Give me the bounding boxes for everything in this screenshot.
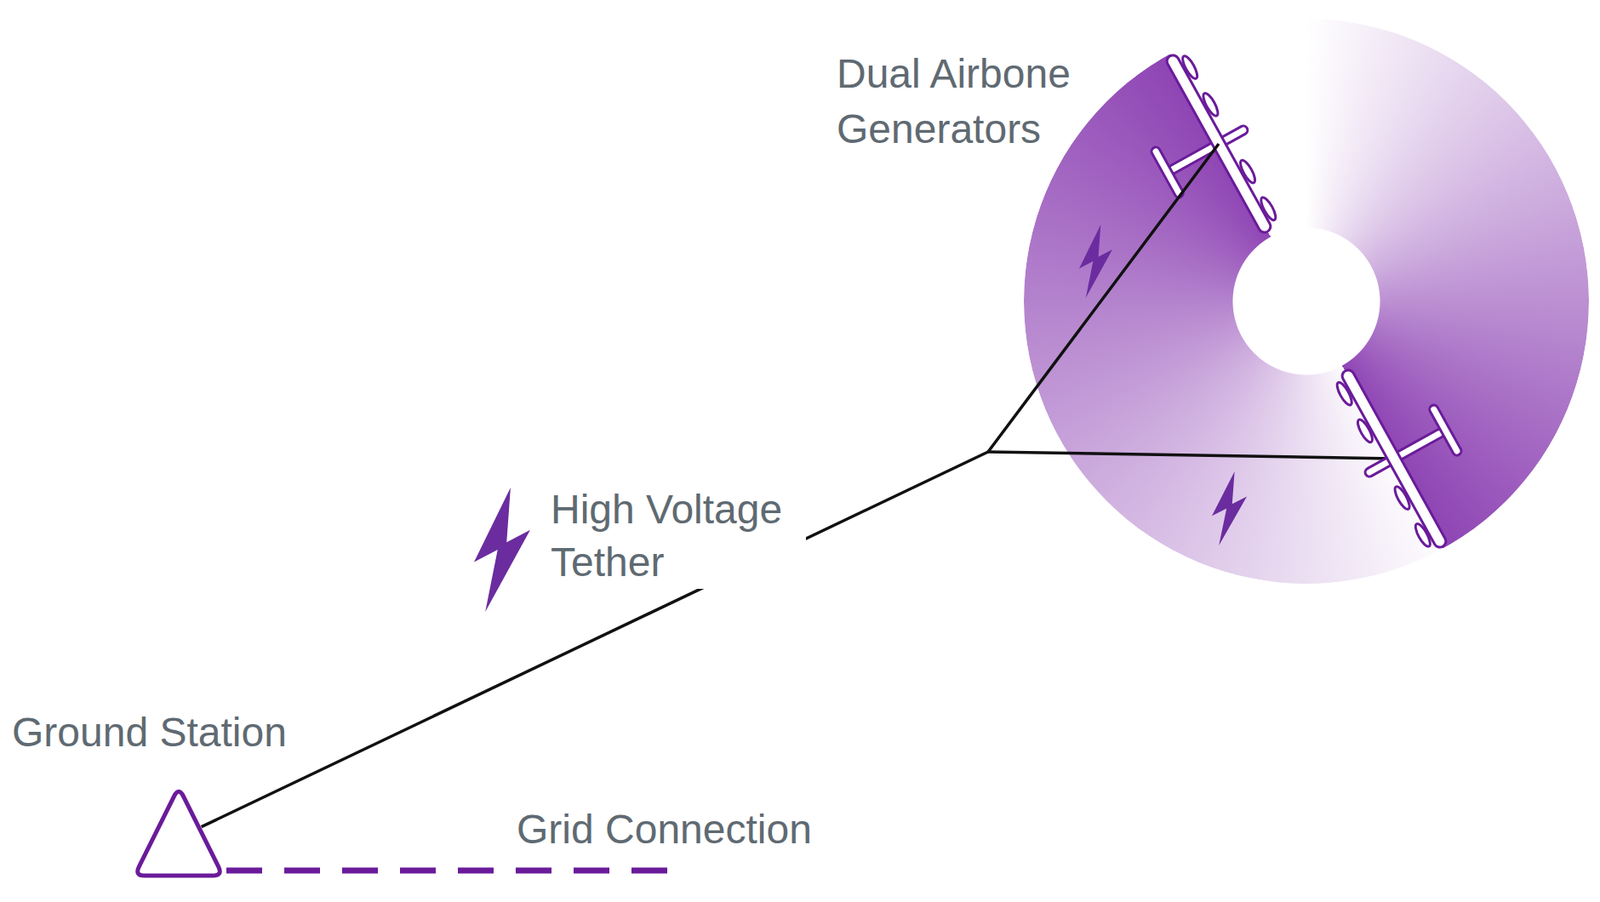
lightning-icon <box>474 487 531 612</box>
rotor <box>1412 521 1433 549</box>
tail <box>1149 145 1185 200</box>
node-label: Dual Airbone Generators <box>836 45 1092 157</box>
ground-station-triangle <box>129 782 229 882</box>
node-label: Ground Station <box>11 708 287 758</box>
tether-branch <box>988 451 1395 459</box>
airborne-generator <box>1317 340 1498 563</box>
flight-ring <box>1023 18 1589 584</box>
tail <box>1428 403 1463 458</box>
label-box: Grid Connection <box>516 805 812 855</box>
rotor <box>1258 195 1279 223</box>
lightning-icon <box>1079 224 1113 298</box>
wing <box>1340 367 1449 549</box>
edge-label-box: High Voltage Tether <box>550 483 806 589</box>
lightning-icon <box>1211 471 1247 546</box>
rotor <box>1200 91 1221 118</box>
rotor <box>1392 485 1412 512</box>
grid-label: Grid Connection <box>516 805 812 855</box>
rotor <box>1354 417 1375 445</box>
triangle-outline <box>137 791 221 876</box>
tether-line <box>201 143 1219 828</box>
tether-label: High Voltage Tether <box>550 483 806 589</box>
rotor <box>1180 54 1200 81</box>
ground-station: Ground Station <box>11 708 291 882</box>
rotor <box>1334 380 1355 407</box>
generator-group: Dual Airbone Generators <box>829 17 1592 588</box>
airborne-generator <box>1114 40 1296 263</box>
rotor <box>1237 158 1258 185</box>
grid-connection-line <box>226 868 674 875</box>
